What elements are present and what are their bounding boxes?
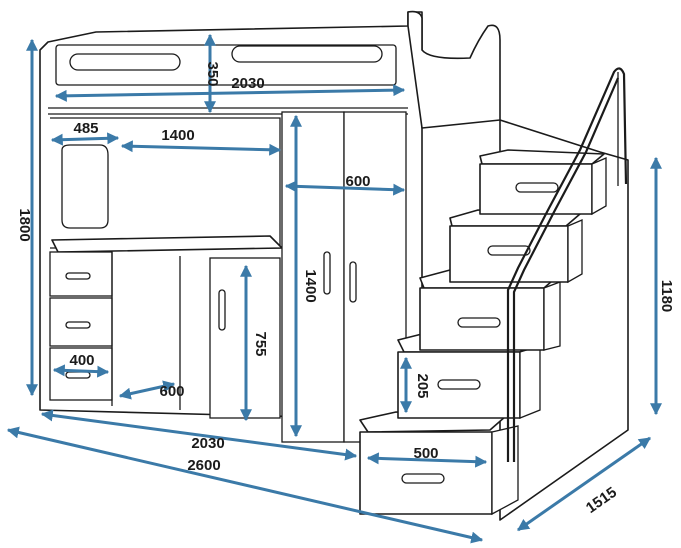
label-top-height: 350	[204, 61, 221, 86]
wardrobe	[281, 111, 407, 443]
label-bed-length: 2030	[231, 75, 264, 92]
label-step-width: 500	[413, 445, 438, 462]
label-stairs-depth: 1515	[583, 484, 620, 517]
label-total-length: 2600	[187, 457, 220, 474]
dim-desk-depth-line	[50, 132, 120, 146]
dim-wardrobe-width-line	[284, 180, 406, 196]
label-desk-leg-depth: 600	[159, 383, 184, 400]
dimension-lines	[6, 33, 662, 544]
label-wardrobe-width: 600	[345, 173, 370, 190]
label-step-height: 205	[414, 373, 431, 398]
label-stairs-height: 1180	[658, 280, 675, 313]
label-base-length: 2030	[191, 435, 224, 452]
dimension-labels: 1800 350 2030 485 1400 600 1400 755 400 …	[16, 61, 675, 516]
dim-desk-leg-depth-line	[118, 380, 176, 400]
dim-desk-width-line	[120, 140, 282, 156]
label-desk-width: 1400	[161, 127, 194, 144]
label-total-height: 1800	[16, 208, 33, 241]
label-drawer-width: 400	[69, 352, 94, 369]
dim-total-length-line	[6, 426, 484, 544]
dim-drawer-width-line	[52, 364, 110, 378]
dim-bed-length-line	[54, 84, 406, 102]
dim-stairs-depth-line	[517, 436, 651, 532]
label-cabinet-height: 755	[252, 331, 269, 356]
label-desk-depth: 485	[73, 120, 98, 137]
label-wardrobe-height: 1400	[302, 269, 319, 302]
